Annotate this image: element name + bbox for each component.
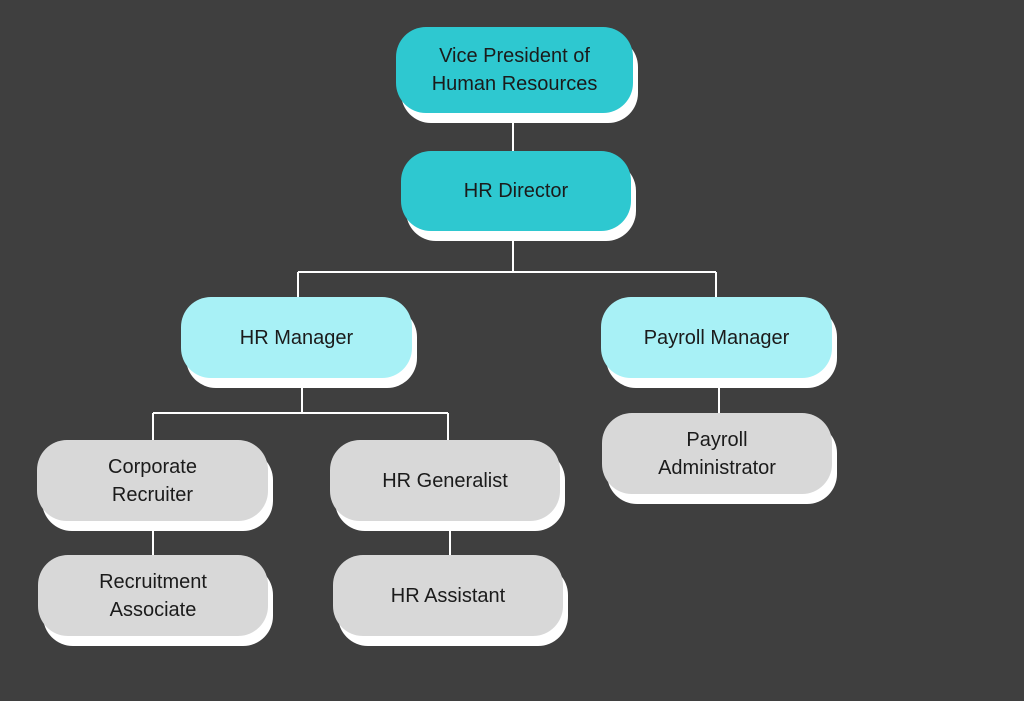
node-label: HR Director [463, 180, 569, 202]
node-label: Corporate Recruiter [108, 455, 197, 506]
connector-director-to-managers [297, 230, 717, 298]
node-hr-generalist: HR Generalist [330, 440, 560, 521]
node-label: HR Manager [239, 326, 354, 349]
node-payroll-administrator: Payroll Administrator [602, 413, 832, 494]
node-label: Payroll Manager [643, 326, 790, 349]
node-label: Recruitment Associate [99, 570, 207, 621]
node-hr-assistant: HR Assistant [333, 555, 563, 636]
node-label: Payroll Administrator [658, 428, 776, 479]
node-corporate-recruiter: Corporate Recruiter [37, 440, 268, 521]
node-payroll-manager: Payroll Manager [601, 297, 832, 378]
node-recruitment-associate: Recruitment Associate [38, 555, 268, 636]
node-vice-president-hr: Vice President of Human Resources [396, 27, 633, 113]
node-label: HR Assistant [390, 584, 506, 607]
node-label: Vice President of Human Resources [431, 45, 598, 95]
connector-hr-manager-to-reports [152, 378, 449, 441]
node-label: HR Generalist [382, 469, 508, 492]
node-hr-director: HR Director [401, 151, 631, 231]
node-hr-manager: HR Manager [181, 297, 412, 378]
